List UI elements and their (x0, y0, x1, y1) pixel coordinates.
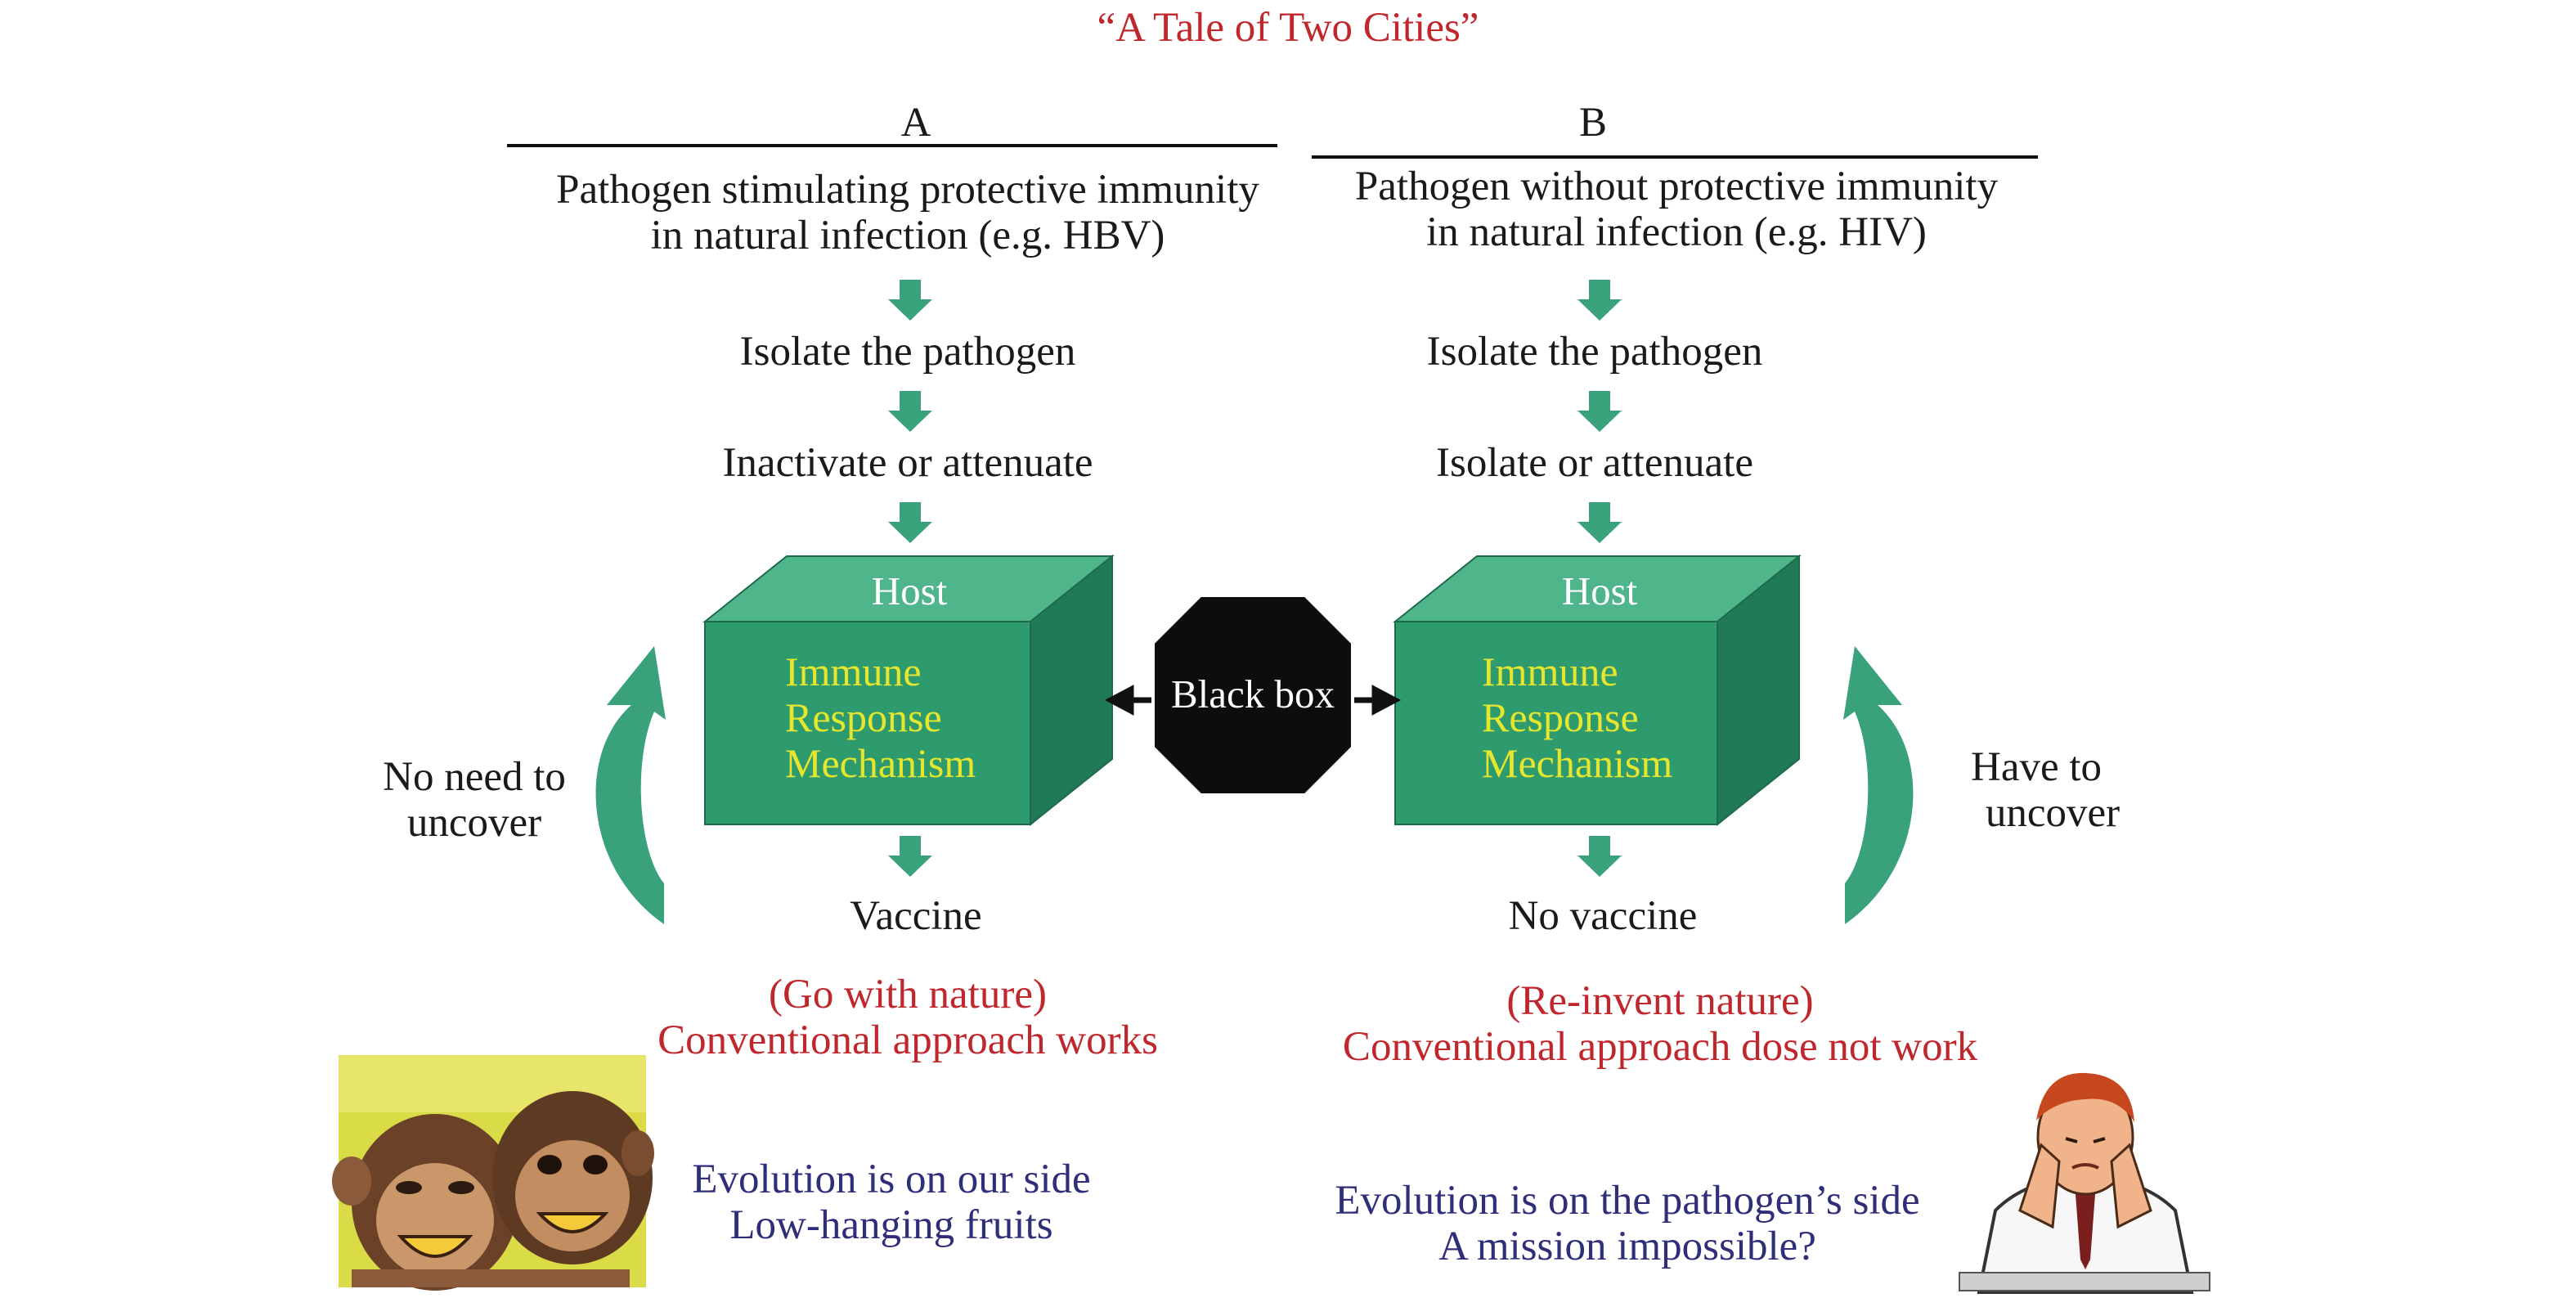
verdict-a-line2: Conventional approach works (657, 1017, 1158, 1063)
worried-man-image (1943, 1071, 2228, 1294)
host-box-b (1393, 554, 1802, 827)
host-label-b: Host (1561, 568, 1638, 613)
mechanism-label-b: Mechanism (1482, 740, 1673, 786)
heading-b: B (1578, 100, 1608, 146)
host-label-a: Host (871, 568, 948, 613)
evolution-b-line2: A mission impossible? (1438, 1224, 1816, 1269)
pathogen-b-line1: Pathogen without protective immunity (1354, 164, 1999, 209)
black-box-octagon (1151, 594, 1354, 797)
host-box-a (702, 554, 1115, 827)
down-arrow-icon (1577, 391, 1622, 432)
diagram-title: “A Tale of Two Cities” (1097, 5, 1479, 51)
pathogen-a-line1: Pathogen stimulating protective immunity (556, 167, 1259, 213)
down-arrow-icon (1577, 836, 1622, 877)
down-arrow-icon (888, 280, 932, 321)
step-isolate-b: Isolate the pathogen (1426, 329, 1763, 375)
response-label-b: Response (1482, 694, 1639, 740)
pathogen-b-line2: in natural infection (e.g. HIV) (1426, 209, 1927, 255)
step-attenuate-b: Isolate or attenuate (1436, 440, 1753, 486)
side-note-a-line2: uncover (406, 800, 542, 846)
mechanism-label-a: Mechanism (785, 740, 976, 786)
down-arrow-icon (888, 502, 932, 543)
down-arrow-icon (888, 391, 932, 432)
curved-up-arrow-icon (1843, 646, 1914, 924)
down-arrow-icon (888, 836, 932, 877)
verdict-b-line1: (Re-invent nature) (1506, 978, 1814, 1024)
laughing-chimps-image (332, 1055, 654, 1291)
verdict-b-line2: Conventional approach dose not work (1342, 1024, 1978, 1070)
evolution-b-line1: Evolution is on the pathogen’s side (1335, 1178, 1920, 1224)
outcome-no-vaccine: No vaccine (1508, 893, 1698, 939)
side-note-a-line1: No need to (383, 754, 566, 800)
step-inactivate-a: Inactivate or attenuate (722, 440, 1093, 486)
black-box-label: Black box (1170, 671, 1335, 716)
immune-label-a: Immune (785, 649, 922, 694)
side-note-b-line1: Have to (1970, 744, 2103, 790)
heading-a: A (900, 100, 931, 146)
evolution-a-line2: Low-hanging fruits (729, 1202, 1053, 1248)
curved-up-arrow-icon (595, 646, 666, 924)
step-isolate-a: Isolate the pathogen (739, 329, 1076, 375)
verdict-a-line1: (Go with nature) (769, 972, 1047, 1017)
down-arrow-icon (1577, 280, 1622, 321)
evolution-a-line1: Evolution is on our side (692, 1157, 1091, 1202)
outcome-vaccine: Vaccine (850, 893, 982, 939)
side-note-b-line2: uncover (1985, 790, 2120, 836)
pathogen-a-line2: in natural infection (e.g. HBV) (650, 213, 1165, 258)
down-arrow-icon (1577, 502, 1622, 543)
response-label-a: Response (785, 694, 942, 740)
immune-label-b: Immune (1482, 649, 1618, 694)
